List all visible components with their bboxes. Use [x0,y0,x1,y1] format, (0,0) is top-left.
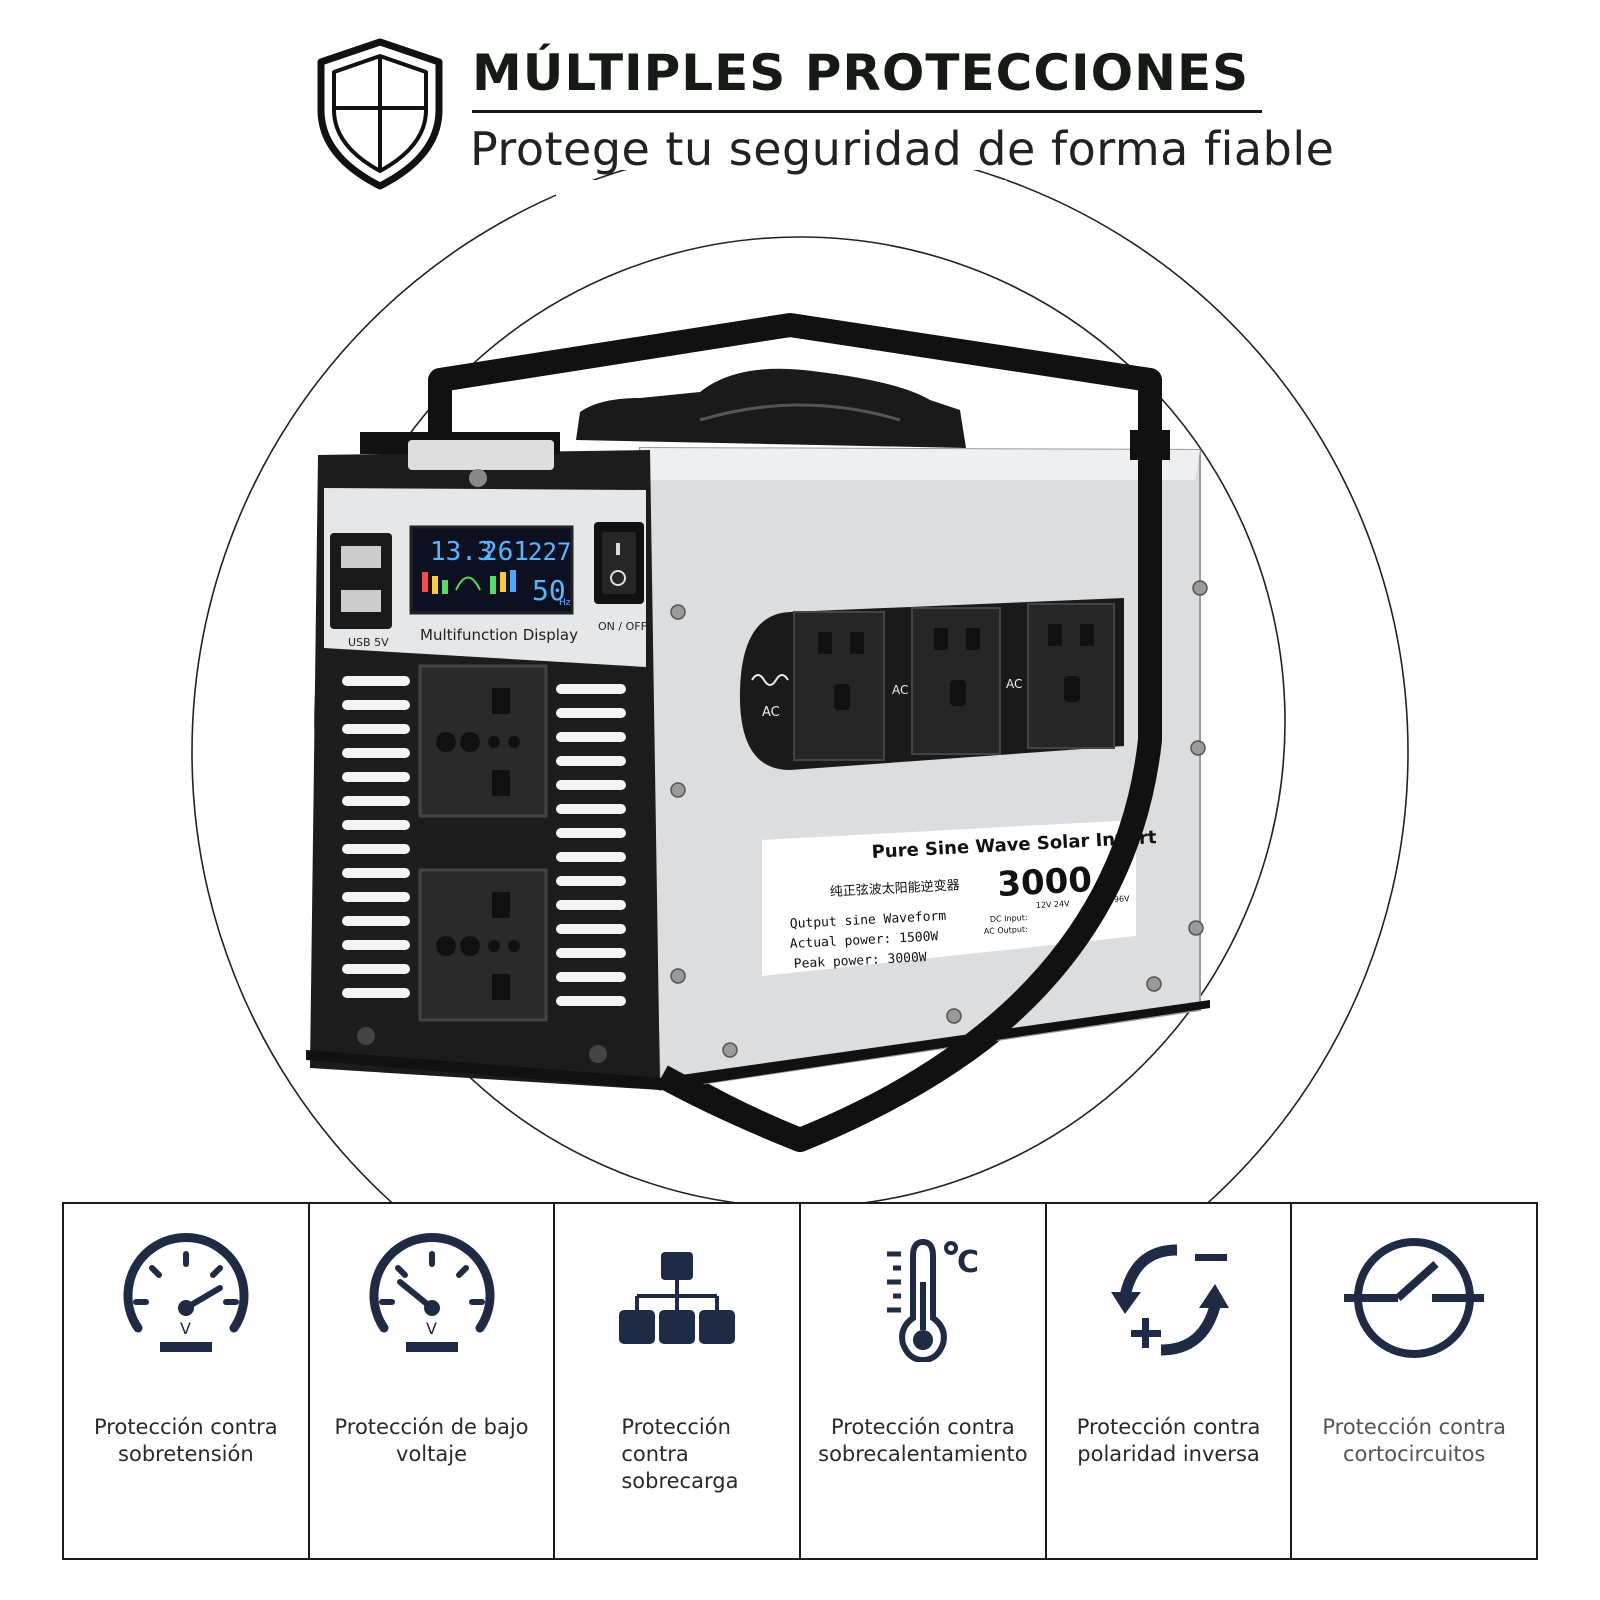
sticker-ac-output: AC Output: [984,925,1028,936]
overvoltage-gauge-icon: V [123,1232,249,1352]
reverse-polarity-icon [1110,1244,1229,1356]
side-outlet-3[interactable] [1027,603,1115,749]
svg-text:V: V [180,1319,191,1338]
undervoltage-gauge-icon: V [369,1232,494,1352]
side-outlet-2[interactable] [911,607,1001,755]
title-divider [472,110,1262,113]
front-outlet-bottom[interactable] [418,868,548,1022]
page-subtitle: Protege tu seguridad de forma fiable [470,122,1335,176]
ac-label: AC [762,705,780,720]
feature-label: Protección contra cortocircuitos [1322,1415,1507,1466]
side-outlet-1[interactable] [793,611,885,761]
feature-overload: Protección contra sobrecarga [555,1204,802,1558]
inverter-illustration: USB 5V 13.3 261 227 50 Hz Multifunction … [191,170,1409,1210]
feature-overvoltage: V Protección contra sobretensión [64,1204,310,1558]
header: MÚLTIPLES PROTECCIONES Protege tu seguri… [0,0,1600,200]
product-hero: USB 5V 13.3 261 227 50 Hz Multifunction … [0,170,1600,1210]
vent-grille [342,676,626,1006]
page-title: MÚLTIPLES PROTECCIONES [472,44,1250,102]
switch-label: ON / OFF [598,620,647,633]
feature-label: Protección contra sobretensión [94,1415,278,1466]
ac-label: AC [1006,677,1022,691]
spec-sticker [762,820,1136,976]
lcd-hz: Hz [559,598,571,608]
sticker-12v: 12V [1036,900,1053,910]
feature-reverse-polarity: Protección contra polaridad inversa [1047,1204,1293,1558]
feature-label: Protección contra sobrecalentamiento [818,1415,1028,1466]
lcd-power: 261 [482,537,529,567]
svg-text:C: C [957,1245,979,1280]
sticker-96v: 96V [1114,894,1131,904]
feature-short-circuit: Protección contra cortocircuitos [1292,1204,1536,1558]
display-label: Multifunction Display [420,626,578,644]
feature-label: Protección de bajo voltaje [334,1415,529,1466]
thermometer-icon: C [886,1238,979,1362]
svg-text:V: V [426,1319,437,1338]
feature-grid: V Protección contra sobretensión V Prote… [62,1202,1538,1560]
sticker-dc-input: DC Input: [990,913,1028,924]
lcd-voltage: 13.3 [430,537,493,567]
sticker-peak-power: Peak power: 3000W [793,950,927,972]
feature-undervoltage: V Protección de bajo voltaje [310,1204,556,1558]
inverter-side-panel [638,446,1201,1092]
shield-icon [317,38,443,190]
short-circuit-icon [1344,1238,1485,1358]
ac-label: AC [892,683,908,697]
lcd-display [409,525,574,615]
sticker-model: 3000 [996,860,1093,905]
feature-label: Protección contra polaridad inversa [1076,1415,1261,1466]
sticker-chinese: 纯正弦波太阳能逆变器 [829,877,960,900]
feature-overheat: C Protección contra sobrecalentamiento [801,1204,1047,1558]
front-outlet-top[interactable] [418,664,548,818]
outer-circle [191,170,1409,1210]
usb-label: USB 5V [348,636,389,649]
feature-label: Protección contra sobrecarga [621,1415,739,1493]
lcd-frequency: 50 [532,574,566,607]
sticker-24v: 24V [1054,899,1071,909]
lcd-ac-voltage: 227 [528,538,571,566]
lcd-bar-indicators [422,570,516,594]
overload-network-icon [619,1252,736,1344]
